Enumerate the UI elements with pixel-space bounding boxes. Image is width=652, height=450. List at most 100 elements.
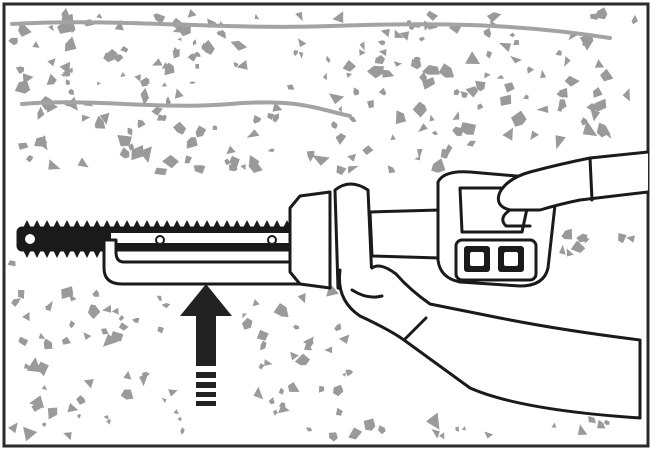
hedge-fleck bbox=[475, 80, 486, 92]
hedge-fleck bbox=[597, 419, 606, 429]
hedge-fleck bbox=[83, 379, 94, 389]
hedge-fleck bbox=[273, 303, 289, 318]
hedge-fleck bbox=[118, 315, 125, 322]
hedge-fleck bbox=[294, 353, 311, 366]
hedge-fleck bbox=[417, 148, 423, 160]
hedge-fleck bbox=[295, 11, 303, 22]
hedge-fleck bbox=[187, 9, 197, 18]
hedge-fleck bbox=[460, 122, 477, 135]
hedge-fleck bbox=[412, 101, 427, 118]
hedge-cut-lines bbox=[10, 20, 612, 118]
hedge-fleck bbox=[455, 426, 459, 432]
hedge-fleck bbox=[422, 65, 440, 75]
hedge-fleck bbox=[22, 73, 34, 84]
hedge-fleck bbox=[335, 407, 343, 416]
blade-tooth bbox=[182, 220, 192, 230]
hedge-fleck bbox=[551, 422, 557, 428]
hedge-fleck bbox=[151, 107, 163, 116]
hedge-fleck bbox=[338, 334, 350, 344]
hedge-fleck bbox=[305, 427, 312, 432]
hedge-fleck bbox=[631, 14, 638, 25]
hedge-fleck bbox=[440, 148, 451, 159]
hedge-fleck bbox=[106, 419, 111, 425]
hedge-fleck bbox=[486, 50, 493, 59]
hedge-fleck bbox=[306, 150, 315, 162]
hedge-fleck bbox=[363, 418, 376, 431]
hedge-fleck bbox=[113, 54, 124, 63]
blade-tooth bbox=[172, 220, 182, 230]
blade-tooth bbox=[112, 220, 122, 230]
hedge-fleck bbox=[102, 304, 112, 313]
hedge-fleck bbox=[96, 13, 103, 19]
blade-tooth bbox=[142, 220, 152, 230]
hedge-fleck bbox=[177, 416, 182, 422]
hedge-fleck bbox=[34, 136, 46, 147]
hedge-fleck bbox=[431, 429, 440, 439]
blade-tooth bbox=[262, 220, 272, 230]
blade-tooth bbox=[192, 220, 202, 230]
hedge-fleck bbox=[378, 425, 386, 435]
blade-tooth bbox=[52, 248, 62, 258]
hedge-fleck bbox=[298, 51, 304, 59]
hedge-fleck bbox=[174, 48, 181, 54]
hedge-fleck bbox=[380, 28, 390, 38]
hedge-fleck bbox=[67, 403, 79, 413]
hedge-fleck bbox=[18, 336, 29, 347]
hedge-fleck bbox=[583, 237, 590, 244]
hedge-fleck bbox=[536, 105, 549, 113]
hedge-fleck bbox=[174, 88, 184, 99]
hedge-fleck bbox=[228, 162, 238, 172]
hedge-fleck bbox=[233, 61, 239, 68]
hedge-fleck bbox=[460, 91, 469, 98]
hedge-fleck bbox=[570, 240, 586, 253]
hedge-fleck bbox=[195, 63, 200, 69]
hedge-fleck bbox=[120, 46, 129, 53]
hedge-fleck bbox=[153, 13, 166, 24]
hedge-fleck bbox=[588, 416, 596, 424]
blade-tooth bbox=[62, 248, 72, 258]
blade-tooth bbox=[82, 248, 92, 258]
hedge-fleck bbox=[236, 60, 248, 70]
hedge-fleck bbox=[410, 59, 422, 70]
hedge-fleck bbox=[47, 407, 58, 420]
hedge-fleck bbox=[523, 94, 529, 100]
hedge-fleck bbox=[219, 29, 226, 39]
hedge-fleck bbox=[256, 329, 269, 341]
hedge-fleck bbox=[267, 148, 275, 153]
hedge-fleck bbox=[362, 145, 374, 156]
hedge-fleck bbox=[267, 112, 275, 120]
hedge-fleck bbox=[70, 23, 76, 33]
hedge-fleck bbox=[293, 50, 298, 57]
hedge-fleck bbox=[603, 419, 610, 426]
hedge-fleck bbox=[622, 88, 630, 102]
hedge-fleck bbox=[498, 42, 512, 52]
hedge-fleck bbox=[127, 127, 133, 136]
hedge-fleck bbox=[580, 117, 588, 126]
hedge-fleck bbox=[286, 84, 295, 90]
hedge-fleck bbox=[224, 158, 231, 166]
hedge-fleck bbox=[128, 143, 134, 151]
hedge-fleck bbox=[18, 289, 25, 299]
hedge-fleck bbox=[426, 10, 438, 21]
hedge-fleck bbox=[22, 312, 30, 322]
hedge-fleck bbox=[8, 422, 18, 434]
hedge-fleck bbox=[586, 103, 597, 111]
hedge-fleck bbox=[338, 105, 343, 113]
hedge-fleck bbox=[530, 130, 539, 140]
hedge-fleck bbox=[577, 424, 588, 435]
blade-tooth bbox=[22, 248, 32, 258]
hedge-fleck bbox=[139, 374, 149, 387]
hedge-fleck bbox=[559, 244, 566, 255]
hedge-fleck bbox=[511, 110, 527, 127]
hedge-fleck bbox=[43, 338, 53, 350]
hedge-fleck bbox=[17, 142, 29, 150]
blade-tooth bbox=[242, 220, 252, 230]
hedge-fleck bbox=[367, 65, 384, 79]
hedge-fleck bbox=[229, 155, 240, 168]
hedge-fleck bbox=[461, 426, 467, 431]
hedge-fleck bbox=[159, 114, 167, 122]
hedge-fleck bbox=[332, 11, 344, 23]
hedge-fleck bbox=[24, 363, 30, 369]
hedge-fleck bbox=[342, 372, 346, 377]
hedge-fleck bbox=[395, 110, 406, 125]
